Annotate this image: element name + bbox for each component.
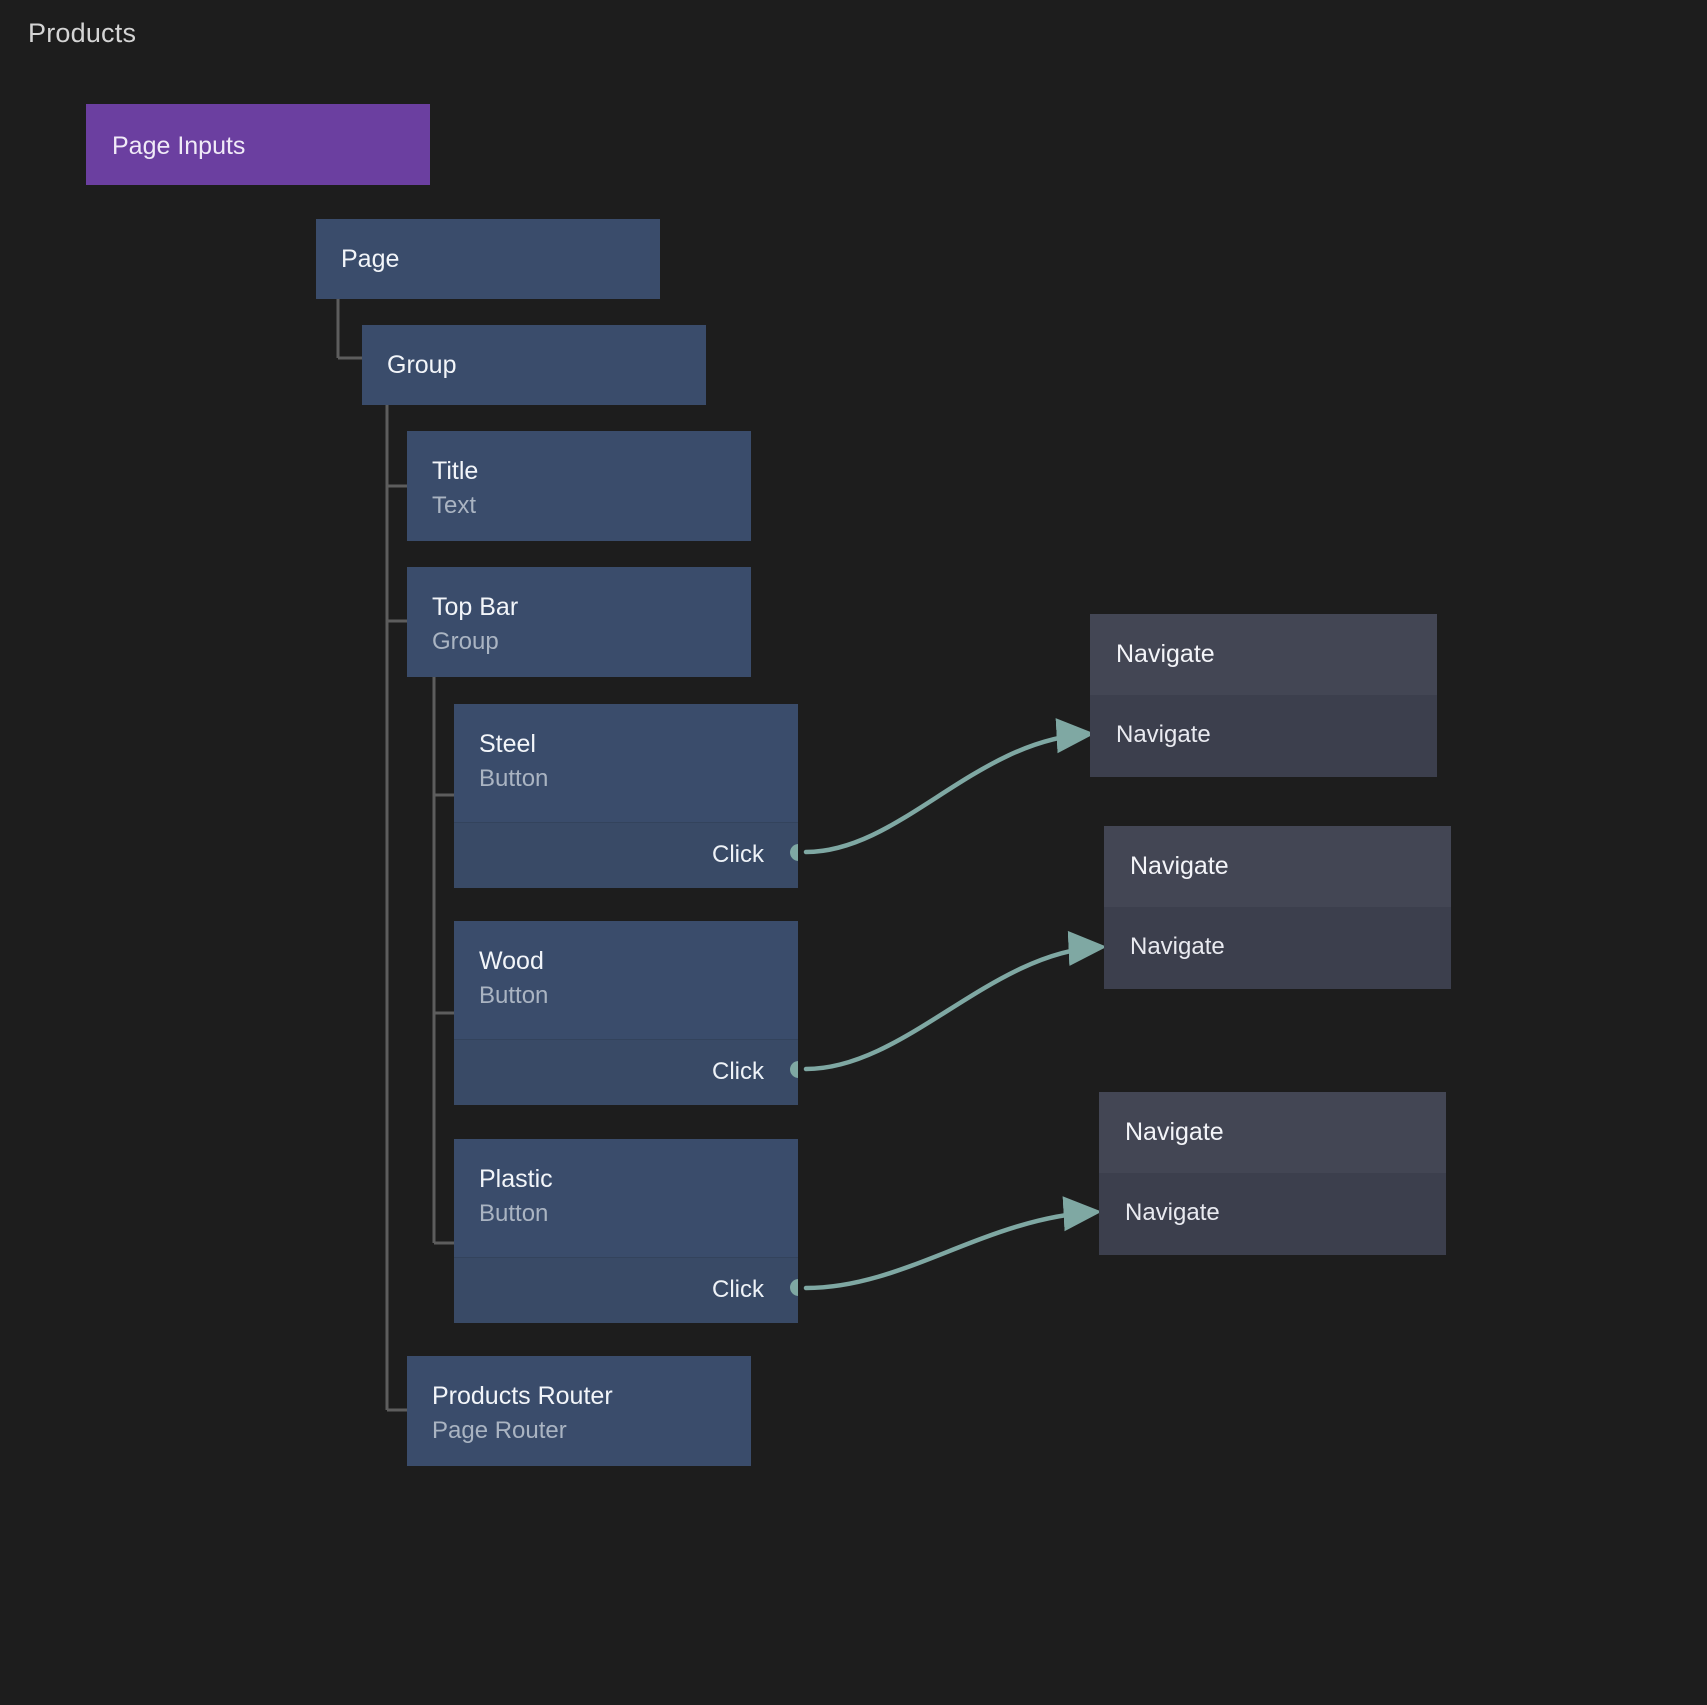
node-wood-title: Wood	[479, 947, 544, 976]
node-steel-click-label: Click	[712, 841, 764, 869]
node-wood-click-label: Click	[712, 1058, 764, 1086]
node-page[interactable]: Page	[316, 219, 660, 299]
node-plastic-button[interactable]: Plastic Button Click	[454, 1139, 798, 1323]
node-steel-subtitle: Button	[479, 765, 548, 793]
node-products-router-title: Products Router	[432, 1382, 613, 1411]
event-action-edges	[806, 734, 1100, 1288]
node-navigate-3[interactable]: Navigate Navigate	[1099, 1092, 1446, 1255]
node-plastic-subtitle: Button	[479, 1200, 548, 1228]
node-page-inputs-label: Page Inputs	[112, 132, 245, 161]
node-navigate-2-header: Navigate	[1104, 826, 1451, 907]
node-page-title: Page	[341, 245, 399, 274]
node-group-title: Group	[387, 351, 456, 380]
node-navigate-2-header-label: Navigate	[1130, 852, 1229, 881]
node-steel-title: Steel	[479, 730, 536, 759]
node-steel-button[interactable]: Steel Button Click	[454, 704, 798, 888]
node-wood-subtitle: Button	[479, 982, 548, 1010]
edge-plastic-click-to-nav3	[806, 1212, 1095, 1288]
node-top-bar-title: Top Bar	[432, 593, 518, 622]
node-plastic-click-row[interactable]: Click	[454, 1257, 798, 1323]
node-plastic-click-label: Click	[712, 1276, 764, 1304]
node-navigate-2[interactable]: Navigate Navigate	[1104, 826, 1451, 989]
node-plastic-title: Plastic	[479, 1165, 553, 1194]
node-navigate-2-row-label: Navigate	[1130, 933, 1225, 961]
node-top-bar-subtitle: Group	[432, 628, 499, 656]
node-navigate-1-header: Navigate	[1090, 614, 1437, 695]
node-wood-click-row[interactable]: Click	[454, 1039, 798, 1105]
node-title-text-subtitle: Text	[432, 492, 476, 520]
node-group[interactable]: Group	[362, 325, 706, 405]
node-page-inputs[interactable]: Page Inputs	[86, 104, 430, 185]
node-steel-click-row[interactable]: Click	[454, 822, 798, 888]
edge-steel-click-to-nav1	[806, 734, 1088, 852]
node-navigate-1[interactable]: Navigate Navigate	[1090, 614, 1437, 777]
node-navigate-1-row-label: Navigate	[1116, 721, 1211, 749]
node-navigate-1-header-label: Navigate	[1116, 640, 1215, 669]
node-navigate-3-header: Navigate	[1099, 1092, 1446, 1173]
node-products-router-subtitle: Page Router	[432, 1417, 567, 1445]
page-title: Products	[28, 18, 136, 49]
node-products-router[interactable]: Products Router Page Router	[407, 1356, 751, 1466]
node-navigate-3-row[interactable]: Navigate	[1099, 1173, 1446, 1255]
node-navigate-3-row-label: Navigate	[1125, 1199, 1220, 1227]
edge-wood-click-to-nav2	[806, 947, 1100, 1069]
node-navigate-2-row[interactable]: Navigate	[1104, 907, 1451, 989]
node-title-text-title: Title	[432, 457, 478, 486]
node-wood-button[interactable]: Wood Button Click	[454, 921, 798, 1105]
node-top-bar[interactable]: Top Bar Group	[407, 567, 751, 677]
node-title-text[interactable]: Title Text	[407, 431, 751, 541]
node-navigate-3-header-label: Navigate	[1125, 1118, 1224, 1147]
node-navigate-1-row[interactable]: Navigate	[1090, 695, 1437, 777]
